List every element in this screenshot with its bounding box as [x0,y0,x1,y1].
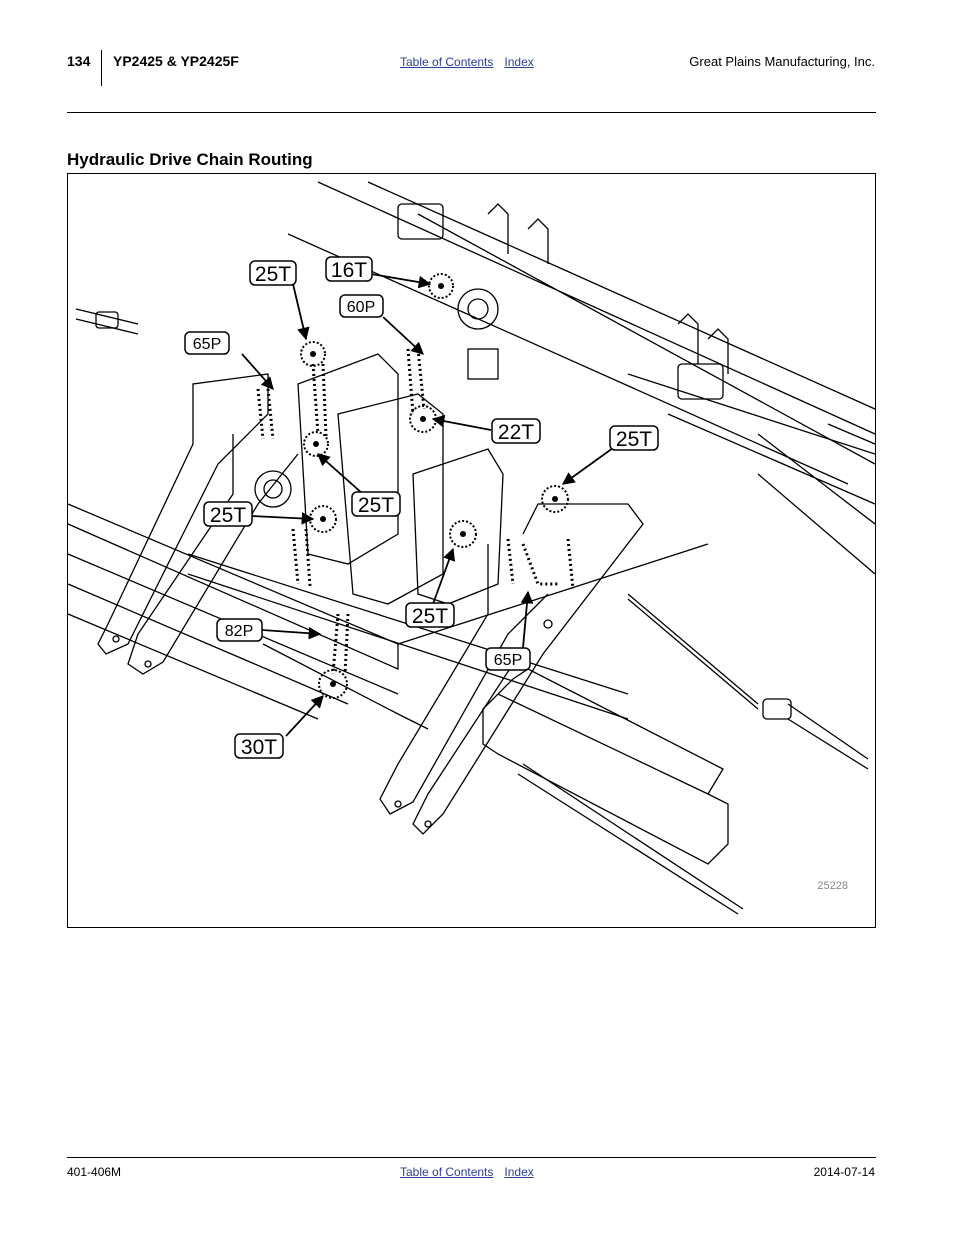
callout-25t-left: 25T [203,501,253,527]
callout-30t: 30T [234,733,284,759]
callout-25t-center: 25T [351,491,401,517]
section-title: Hydraulic Drive Chain Routing [67,150,313,169]
toc-link[interactable]: Table of Contents [400,1165,494,1179]
toc-link[interactable]: Table of Contents [400,55,494,69]
header-rule [67,112,876,113]
doc-number: 401-406M [67,1165,122,1179]
company-name: Great Plains Manufacturing, Inc. [689,54,875,69]
callout-25t-lower: 25T [405,602,455,628]
figure-id: 25228 [817,880,848,892]
svg-text:25T: 25T [412,605,448,628]
callout-labels: 25T 16T 60P 65P 22T 25T [184,256,659,759]
callout-60p: 60P [339,294,384,318]
svg-text:65P: 65P [494,652,522,669]
callout-leaders [241,273,614,737]
callout-82p: 82P [216,618,263,642]
svg-text:25T: 25T [210,504,246,527]
chain-routing-figure: 25T 16T 60P 65P 22T 25T [67,173,876,928]
svg-text:25T: 25T [616,428,652,451]
footer-nav: Table of Contents Index [400,1165,534,1179]
chain-routing-diagram: 25T 16T 60P 65P 22T 25T [68,181,875,915]
callout-65p-left: 65P [184,331,230,355]
callout-25t-top-left: 25T [249,260,297,286]
footer-rule [67,1157,876,1158]
svg-text:30T: 30T [241,736,277,759]
svg-text:82P: 82P [225,623,253,640]
drive-chains [256,348,575,675]
sprockets [300,273,569,699]
svg-text:60P: 60P [347,299,375,316]
callout-65p-right: 65P [485,647,531,671]
callout-22t: 22T [491,418,541,444]
svg-text:16T: 16T [331,259,367,282]
publish-date: 2014-07-14 [813,1165,875,1179]
index-link[interactable]: Index [504,55,534,69]
sprocket-hubs [310,283,558,687]
header-divider [101,50,102,86]
header-nav: Table of Contents Index [400,55,534,69]
callout-25t-right: 25T [609,425,659,451]
page-number: 134 [67,53,91,69]
model-name: YP2425 & YP2425F [113,53,239,69]
svg-text:65P: 65P [193,336,221,353]
index-link[interactable]: Index [504,1165,534,1179]
svg-text:25T: 25T [255,263,291,286]
svg-text:25T: 25T [358,494,394,517]
callout-16t: 16T [325,256,373,282]
svg-text:22T: 22T [498,421,534,444]
machine-frame-drawing [68,181,875,915]
